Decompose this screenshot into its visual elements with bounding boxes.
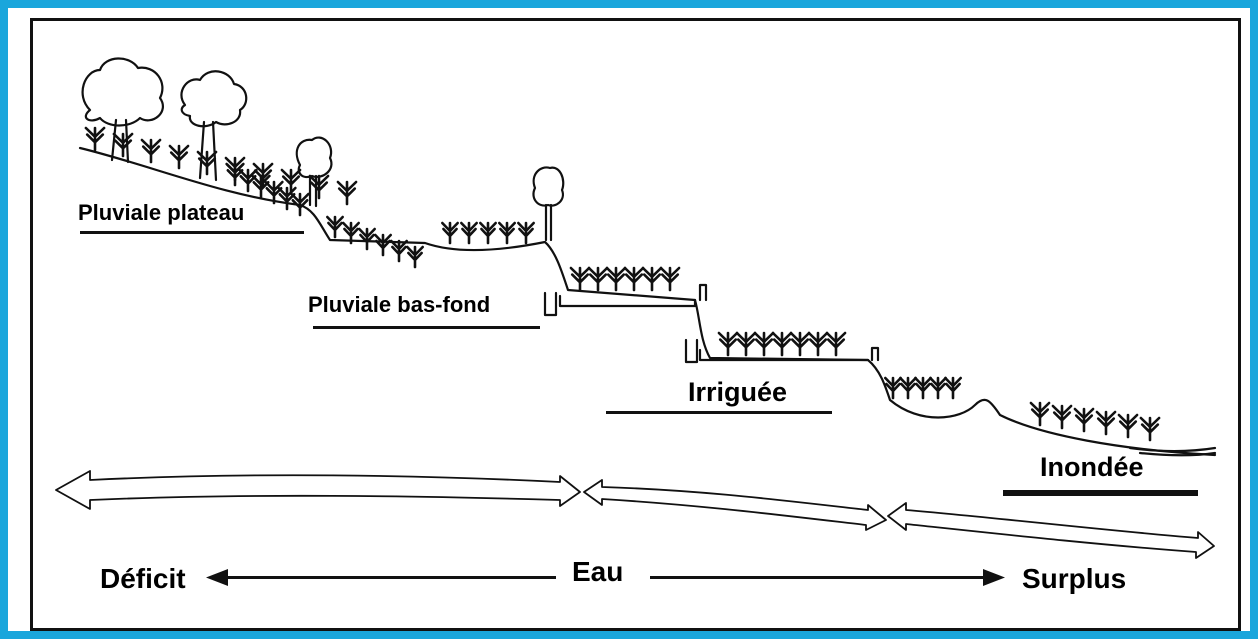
rice-plant-icon	[308, 174, 330, 200]
rice-plant-icon	[251, 174, 271, 199]
rice-plant-icon	[914, 376, 932, 400]
axis-right-shaft	[650, 576, 985, 579]
plateau-underline	[80, 231, 304, 234]
rice-plant-icon	[899, 376, 917, 400]
rice-plant-icon	[112, 132, 134, 158]
rice-plant-icon	[277, 186, 297, 211]
rice-plant-icon	[929, 376, 947, 400]
rice-plant-icon	[1117, 413, 1139, 439]
terrain-water-line	[1128, 446, 1217, 453]
tree-small-1-icon	[295, 136, 333, 208]
axis-left-shaft	[226, 576, 556, 579]
rice-plant-icon	[623, 266, 645, 292]
rice-plant-icon	[406, 245, 424, 269]
standpipe-2	[870, 346, 880, 362]
rice-plant-icon	[789, 331, 811, 357]
irriguee-underline	[606, 411, 832, 414]
rice-plant-icon	[280, 168, 302, 194]
rice-plant-icon	[884, 376, 902, 400]
rice-plant-icon	[84, 126, 106, 152]
axis-label-surplus: Surplus	[1022, 563, 1127, 594]
rice-plant-icon	[569, 266, 591, 292]
tree-large-2-icon	[180, 70, 248, 182]
rice-plant-icon	[290, 192, 310, 217]
rice-plant-icon	[479, 221, 497, 245]
arrow-deficit-zone	[55, 470, 581, 510]
rice-plant-icon	[587, 266, 609, 292]
rice-plant-icon	[140, 138, 162, 164]
rice-plant-icon	[374, 233, 392, 257]
axis-label-eau: Eau	[572, 556, 624, 587]
rice-plant-icon	[390, 239, 408, 263]
rice-plant-icon	[825, 331, 847, 357]
rice-plant-icon	[753, 331, 775, 357]
rice-plant-icon	[641, 266, 663, 292]
rice-plant-icon	[168, 144, 190, 170]
zone-label-inondee: Inondée	[1040, 452, 1144, 482]
rice-plant-icon	[1051, 404, 1073, 430]
axis-right-arrowhead	[983, 569, 1005, 586]
rice-plant-icon	[441, 221, 459, 245]
rice-plant-icon	[944, 376, 962, 400]
rice-plant-icon	[326, 215, 344, 239]
axis-left-arrowhead	[206, 569, 228, 586]
rice-plant-icon	[342, 221, 360, 245]
bund-pipe-1	[543, 291, 558, 317]
rice-plant-icon	[336, 180, 358, 206]
rice-plant-icon	[225, 162, 245, 187]
rice-plant-icon	[252, 162, 274, 188]
rice-plant-icon	[358, 227, 376, 251]
arrow-surplus-zone	[887, 502, 1215, 559]
zone-label-plateau: Pluviale plateau	[78, 200, 245, 225]
arrow-irrigated-zone	[583, 479, 887, 531]
rice-plant-icon	[238, 168, 258, 193]
rice-plant-icon	[264, 180, 284, 205]
rice-plant-icon	[517, 221, 535, 245]
rice-plant-icon	[1139, 416, 1161, 442]
rice-plant-icon	[605, 266, 627, 292]
zone-label-irriguee: Irriguée	[688, 377, 788, 407]
rice-plant-icon	[807, 331, 829, 357]
rice-plant-icon	[1095, 410, 1117, 436]
axis-label-deficit: Déficit	[100, 563, 186, 594]
terrain-water-line-2	[1138, 451, 1217, 457]
rice-plant-icon	[460, 221, 478, 245]
rice-plant-icon	[498, 221, 516, 245]
rice-plant-icon	[717, 331, 739, 357]
inondee-underline	[1003, 490, 1198, 496]
standpipe-1	[698, 283, 708, 302]
bund-pipe-2	[684, 338, 699, 364]
zone-label-bas-fond: Pluviale bas-fond	[308, 292, 491, 317]
rice-plant-icon	[196, 150, 218, 176]
rice-plant-icon	[659, 266, 681, 292]
rice-plant-icon	[771, 331, 793, 357]
tree-large-1-icon	[81, 57, 164, 164]
rice-plant-icon	[1073, 407, 1095, 433]
paddy-basin-1	[558, 294, 697, 308]
rice-plant-icon	[1029, 401, 1051, 427]
rice-plant-icon	[735, 331, 757, 357]
paddy-basin-2	[698, 348, 870, 362]
bas-fond-underline	[313, 326, 540, 329]
tree-small-2-icon	[532, 166, 565, 242]
rice-plants	[84, 126, 1161, 442]
